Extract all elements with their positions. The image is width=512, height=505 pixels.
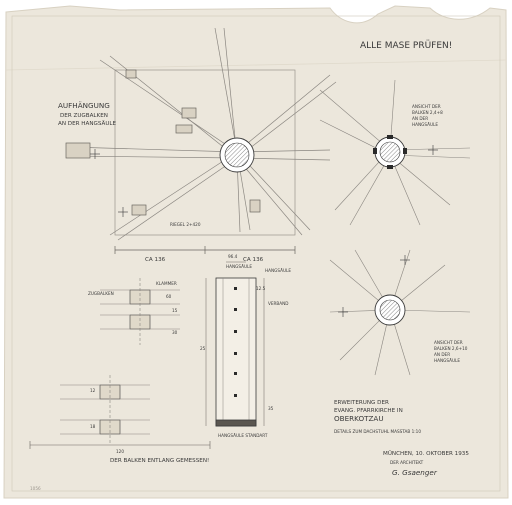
dim-ca-right: CA 136 xyxy=(243,257,264,263)
dim-value: 12 xyxy=(90,388,96,393)
dim-value: 60 xyxy=(166,294,172,299)
title-line4: DETAILS ZUM DACHSTUHL MASSTAB 1:10 xyxy=(334,429,421,434)
right-view-a-line2: BALKEN 2,4+8 xyxy=(412,110,443,115)
right-view-a-line4: HANGSÄULE xyxy=(412,122,438,127)
dim-value: 15 xyxy=(172,308,178,313)
plan-hangsaule-left xyxy=(65,27,337,254)
drawing-frame xyxy=(11,15,501,492)
plan-beams-2-6-10 xyxy=(329,249,471,376)
title-line1: ERWEITERUNG DER xyxy=(334,400,389,406)
label-riegel: RIEGEL 2+420 xyxy=(170,222,201,227)
dim-value: 30 xyxy=(172,330,178,335)
note-check-dimensions: ALLE MASE PRÜFEN! xyxy=(360,40,452,51)
dim-value: 120 xyxy=(116,449,124,454)
right-view-a-line3: AN DER xyxy=(412,116,428,121)
paper-fold xyxy=(5,59,507,71)
elevation-hangsaule xyxy=(205,261,265,427)
right-view-b-line2: BALKEN 2,6+10 xyxy=(434,346,468,351)
right-view-b-line4: HANGSÄULE xyxy=(434,358,460,363)
label-hangsaeule-bottom: HANGSÄULE STANDART xyxy=(218,433,268,438)
title-date: MÜNCHEN, 10. OKTOBER 1935 xyxy=(383,450,469,457)
dim-value: 96.4 xyxy=(228,254,238,259)
title-office: DER ARCHITEKT xyxy=(390,460,424,465)
signature: G. Gsaenger xyxy=(392,468,438,477)
elevation-details-left xyxy=(29,278,211,449)
title-line3: OBERKOTZAU xyxy=(334,414,384,423)
right-view-a-line1: ANSICHT DER xyxy=(412,104,441,109)
note-measure-along-beam: DER BALKEN ENTLANG GEMESSEN! xyxy=(110,458,209,464)
left-title-line2: DER ZUGBALKEN xyxy=(60,113,108,119)
label-klammer: KLAMMER xyxy=(156,281,177,286)
dim-value: 12.5 xyxy=(256,286,266,291)
dim-value: 18 xyxy=(90,424,96,429)
left-title-line3: AN DER HANGSÄULE xyxy=(58,120,117,127)
corner-stamp: 1056 xyxy=(30,486,41,491)
label-hangsaeule-side: HANGSÄULE xyxy=(265,268,291,273)
right-view-b-line3: AN DER xyxy=(434,352,450,357)
dim-value: 25 xyxy=(200,346,206,351)
dim-ca-left: CA 136 xyxy=(145,257,166,263)
label-zugbalken: ZUGBALKEN xyxy=(88,291,114,296)
title-block: ERWEITERUNG DER EVANG. PFARRKIRCHE IN OB… xyxy=(334,400,469,477)
paper xyxy=(3,5,509,499)
left-title-line1: AUFHÄNGUNG xyxy=(58,101,110,110)
right-view-b-line1: ANSICHT DER xyxy=(434,340,463,345)
label-verband: VERBAND xyxy=(268,301,289,306)
plan-beams-2-4-8 xyxy=(319,79,471,226)
title-line2: EVANG. PFARRKIRCHE IN xyxy=(334,408,403,414)
dim-value: 35 xyxy=(268,406,274,411)
label-hangsaeule-top: HANGSÄULE xyxy=(226,264,252,269)
